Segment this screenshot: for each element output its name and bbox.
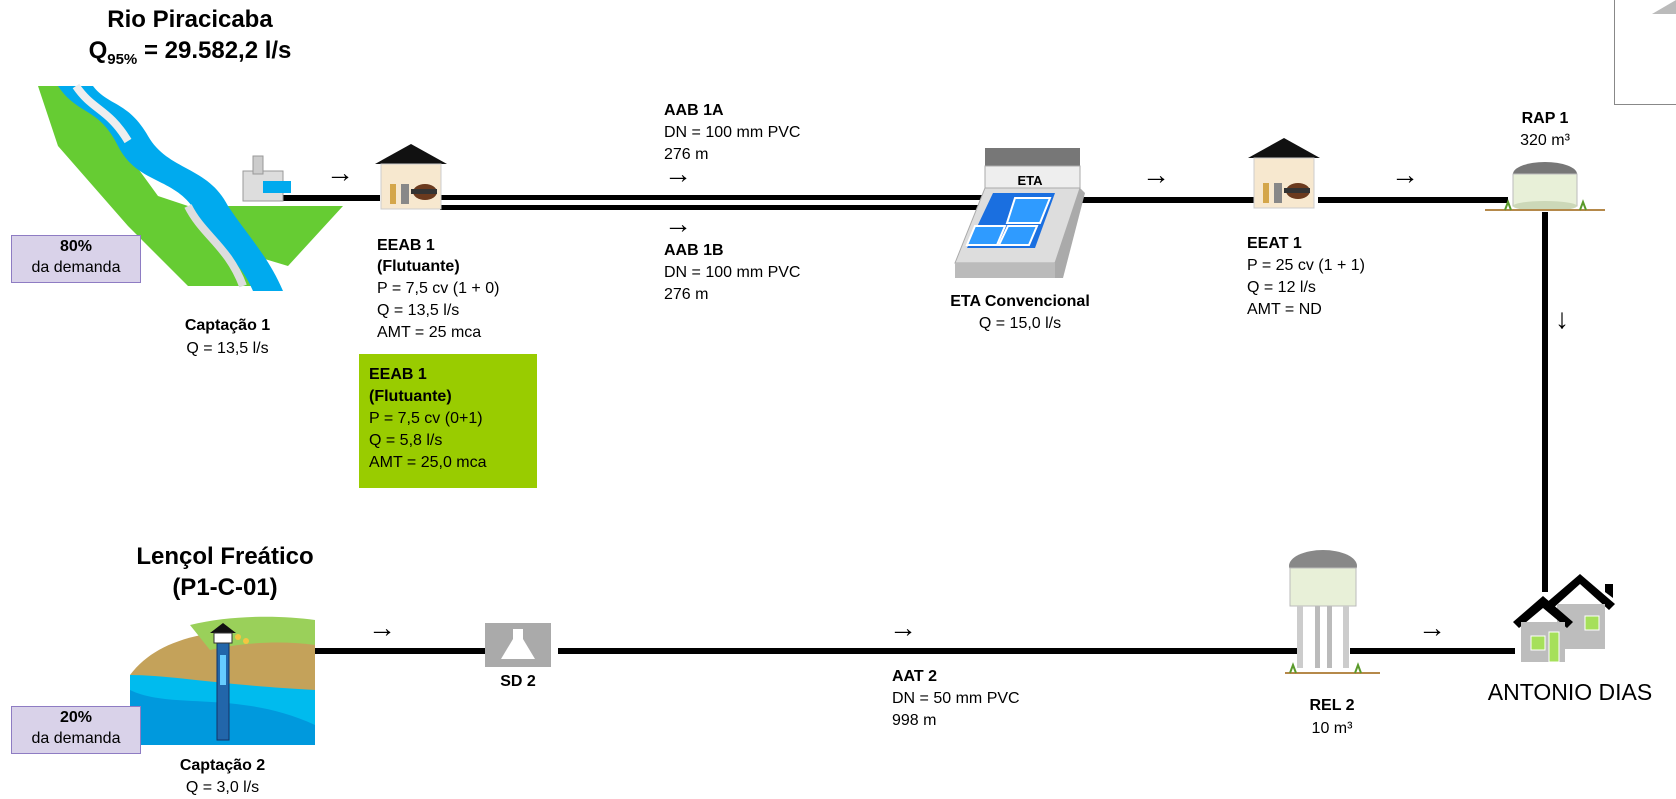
eeab1-alt-name: EEAB 1 bbox=[369, 366, 427, 383]
aab1b-length: 276 m bbox=[664, 286, 709, 303]
treatment-plant-icon bbox=[954, 148, 1085, 278]
arrow-down: ↓ bbox=[1555, 303, 1569, 334]
river-flow: Q95% = 29.582,2 l/s bbox=[40, 35, 340, 75]
eeab1-alt-power: P = 7,5 cv (0+1) bbox=[369, 410, 483, 427]
eta-name: ETA Convencional bbox=[950, 293, 1090, 310]
capt1-flow: Q = 13,5 l/s bbox=[186, 340, 269, 357]
rap1-name: RAP 1 bbox=[1521, 110, 1569, 127]
pump-house-icon bbox=[375, 144, 447, 210]
eta-sign: ETA bbox=[1017, 173, 1043, 188]
eeat1-name: EEAT 1 bbox=[1247, 235, 1302, 252]
capt2-share: 20% bbox=[59, 709, 93, 726]
capt2-name: Captação 2 bbox=[179, 757, 266, 774]
capt1-share-badge: 80% da demanda bbox=[11, 235, 141, 283]
aquifer-name: Lençol Freático bbox=[136, 543, 314, 570]
aat2-dn: DN = 50 mm PVC bbox=[892, 690, 1020, 707]
eeab1-type: (Flutuante) bbox=[377, 258, 460, 275]
arrow-right: → bbox=[889, 612, 917, 643]
arrow-right: → bbox=[664, 158, 692, 189]
arrow-right: → bbox=[368, 612, 396, 643]
eeab1-alt-box: EEAB 1 (Flutuante) P = 7,5 cv (0+1) Q = … bbox=[359, 354, 537, 488]
arrow-right: → bbox=[664, 208, 692, 239]
eeat1-amt: AMT = ND bbox=[1247, 301, 1322, 318]
aab1b-name: AAB 1B bbox=[664, 242, 724, 259]
arrow-right: → bbox=[326, 157, 354, 188]
rap1-volume: 320 m³ bbox=[1520, 132, 1570, 149]
water-tower-icon bbox=[1285, 550, 1380, 674]
reservoir-icon bbox=[1485, 162, 1605, 211]
river-name: Rio Piracicaba bbox=[107, 6, 273, 33]
eeab1-power: P = 7,5 cv (1 + 0) bbox=[377, 280, 500, 297]
sd2-name: SD 2 bbox=[500, 673, 536, 690]
pipe-aat2 bbox=[558, 648, 1298, 654]
pump-house-icon bbox=[1248, 138, 1320, 209]
pipe-rel2-town bbox=[1350, 648, 1515, 654]
rel2-volume: 10 m³ bbox=[1311, 720, 1353, 737]
pipe-aab1a bbox=[440, 195, 988, 200]
flask-icon bbox=[485, 623, 551, 667]
aat2-length: 998 m bbox=[892, 712, 937, 729]
river-flow-label: Q bbox=[88, 37, 108, 64]
eeat1-power: P = 25 cv (1 + 1) bbox=[1247, 257, 1365, 274]
town-name: ANTONIO DIAS bbox=[1487, 679, 1653, 705]
eeat1-flow: Q = 12 l/s bbox=[1247, 279, 1316, 296]
rel2-name: REL 2 bbox=[1309, 697, 1355, 714]
river-intake-icon bbox=[38, 83, 343, 291]
pipe-aab1b bbox=[440, 205, 988, 210]
river-flow-sub: 95% bbox=[107, 50, 138, 68]
well-icon bbox=[130, 616, 315, 745]
aquifer-code: (P1-C-01) bbox=[172, 574, 278, 601]
eeab1-flow: Q = 13,5 l/s bbox=[377, 302, 460, 319]
eeab1-alt-amt: AMT = 25,0 mca bbox=[369, 454, 487, 471]
aab1b-dn: DN = 100 mm PVC bbox=[664, 264, 801, 281]
capt2-share-sub: da demanda bbox=[31, 730, 121, 747]
capt1-share: 80% bbox=[59, 238, 93, 255]
arrow-right: → bbox=[1418, 612, 1446, 643]
corner-frame bbox=[1614, 0, 1676, 105]
capt2-share-badge: 20% da demanda bbox=[11, 706, 141, 754]
aab1a-length: 276 m bbox=[664, 146, 709, 163]
pipe-rap1-town bbox=[1542, 212, 1548, 592]
pipe-eeat1-rap1 bbox=[1318, 197, 1508, 203]
eeab1-alt-type: (Flutuante) bbox=[369, 388, 452, 405]
pipe-eta-eeat1 bbox=[1078, 197, 1258, 203]
arrow-right: → bbox=[1142, 159, 1170, 190]
eeab1-alt-flow: Q = 5,8 l/s bbox=[369, 432, 443, 449]
capt1-name: Captação 1 bbox=[184, 317, 271, 334]
capt2-flow: Q = 3,0 l/s bbox=[185, 779, 260, 796]
houses-icon bbox=[1513, 574, 1615, 663]
pipe-capt1-eeab1 bbox=[280, 195, 380, 201]
river-flow-value: = 29.582,2 l/s bbox=[137, 37, 292, 64]
arrow-right: → bbox=[1391, 159, 1419, 190]
aab1a-dn: DN = 100 mm PVC bbox=[664, 124, 801, 141]
aat2-name: AAT 2 bbox=[892, 668, 938, 685]
eta-flow: Q = 15,0 l/s bbox=[978, 315, 1062, 332]
pipe-capt2-sd2 bbox=[305, 648, 485, 654]
eeab1-amt: AMT = 25 mca bbox=[377, 324, 482, 341]
eeab1-name: EEAB 1 bbox=[377, 237, 435, 254]
capt1-share-sub: da demanda bbox=[31, 259, 121, 276]
aab1a-name: AAB 1A bbox=[664, 102, 724, 119]
corner-shape-icon bbox=[1652, 0, 1676, 14]
